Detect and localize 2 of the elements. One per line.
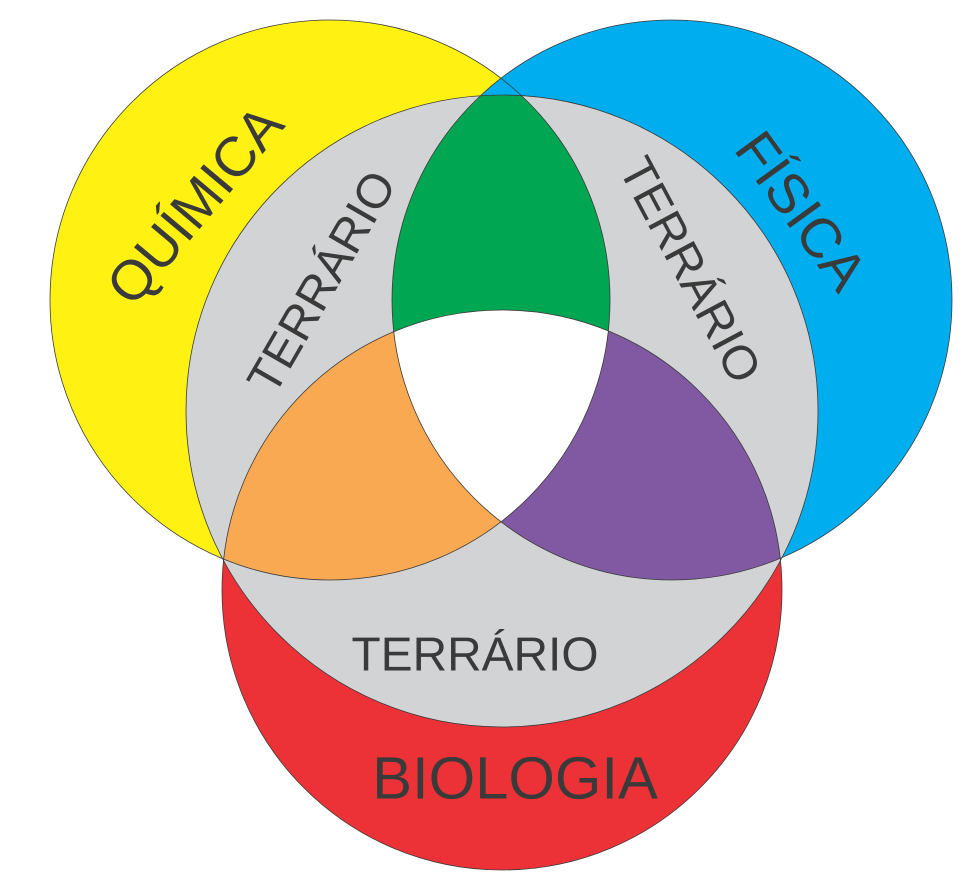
- circle-label: TERRÁRIO: [352, 629, 596, 671]
- circle-label: BIOLOGIA: [377, 756, 658, 800]
